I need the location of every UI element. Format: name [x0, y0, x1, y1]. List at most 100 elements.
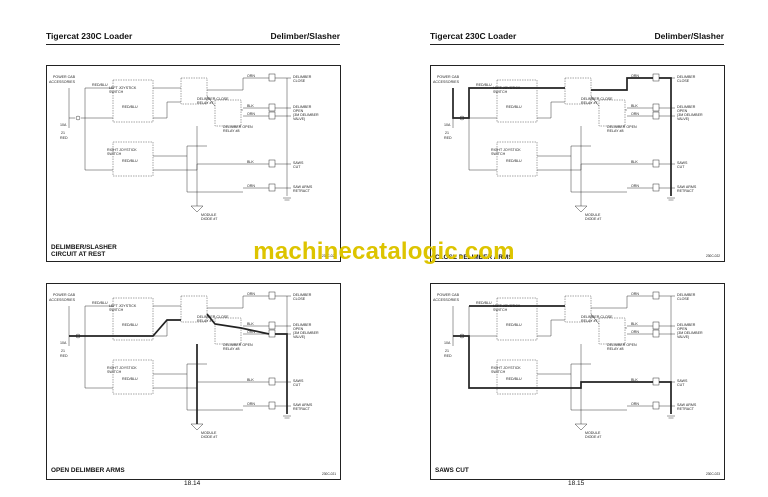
right-joystick-label: RIGHT JOYSTICK — [491, 148, 521, 152]
relay-open-label: RELAY #8 — [607, 129, 623, 133]
solenoid-symbol — [268, 73, 276, 82]
active-path — [659, 381, 672, 414]
diode-symbol — [574, 205, 588, 213]
diode-label: DIODE #7 — [201, 435, 217, 439]
wire-label: 21 — [61, 131, 65, 135]
wire — [537, 381, 627, 389]
relay-open-box — [214, 317, 242, 345]
output-label: RETRACT — [677, 407, 695, 411]
solenoid-symbol — [652, 111, 660, 120]
wire-label: ORN — [247, 184, 255, 188]
wire-label: ORN — [247, 330, 255, 334]
wire-label: RED/BLU — [122, 105, 138, 109]
diagram-title: SAWS CUT — [435, 467, 469, 474]
solenoid-symbol — [652, 321, 660, 330]
wire — [537, 363, 591, 375]
solenoid-symbol — [268, 377, 276, 386]
diagram-panel-rest: DELIMBER/SLASHER CIRCUIT AT REST 230C-02… — [46, 65, 341, 262]
right-joystick-label: SWITCH — [107, 370, 122, 374]
output-label: OPEN — [677, 327, 688, 331]
relay-close-label: RELAY #7 — [581, 101, 597, 105]
diode-label: DIODE #7 — [201, 217, 217, 221]
wire-label: 21 — [61, 349, 65, 353]
left-joystick-box — [112, 297, 154, 341]
solenoid-symbol — [268, 159, 276, 168]
wire — [153, 101, 181, 119]
output-label: DELIMBER — [293, 75, 312, 79]
power-source-label: ACCESSORIES — [49, 80, 76, 84]
output-label: SAW ARMS — [677, 185, 697, 189]
output-label: SAW ARMS — [677, 403, 697, 407]
diode-label: MODULE — [585, 431, 601, 435]
relay-open-label: DELIMBER OPEN — [607, 343, 637, 347]
right-joystick-label: SWITCH — [491, 152, 506, 156]
right-joystick-box — [112, 359, 154, 395]
wire-label: RED — [444, 354, 452, 358]
header-left-title: Tigercat 230C Loader — [430, 31, 517, 41]
wire — [206, 95, 216, 107]
diode-label: DIODE #7 — [585, 217, 601, 221]
output-label: VALVE) — [293, 117, 305, 121]
wire-label: 21 — [445, 131, 449, 135]
wire — [207, 296, 244, 309]
wire-label: RED/BLU — [476, 301, 492, 305]
output-label: DELIMBER — [677, 323, 696, 327]
wire-label: BLK — [247, 160, 254, 164]
wire-label: RED/BLU — [506, 159, 522, 163]
wire — [590, 95, 600, 107]
wire-label: RED/BLU — [92, 301, 108, 305]
left-joystick-box — [112, 79, 154, 123]
output-label: CLOSE — [293, 297, 306, 301]
wire-label: ORN — [631, 184, 639, 188]
wire-label: BLK — [247, 322, 254, 326]
active-path — [453, 335, 653, 389]
page-number: 18.14 — [184, 480, 201, 487]
solenoid-symbol — [268, 183, 276, 192]
fuse-symbol — [75, 115, 81, 121]
right-joystick-label: SWITCH — [491, 370, 506, 374]
output-label: CLOSE — [677, 79, 690, 83]
left-joystick-box — [496, 297, 538, 341]
solenoid-symbol — [268, 103, 276, 112]
wire — [537, 101, 565, 119]
relay-close-label: RELAY #7 — [197, 319, 213, 323]
relay-close-box — [180, 77, 208, 105]
relay-open-box — [598, 99, 626, 127]
wire-label: RED/BLU — [122, 323, 138, 327]
power-source-label: POWER CAB — [53, 75, 76, 79]
output-label: SAWS — [293, 379, 304, 383]
output-label: RETRACT — [293, 189, 311, 193]
right-joystick-label: SWITCH — [107, 152, 122, 156]
relay-close-label: DELIMBER CLOSE — [197, 97, 229, 101]
wire — [153, 145, 207, 157]
relay-open-box — [214, 99, 242, 127]
left-joystick-label: SWITCH — [493, 308, 508, 312]
wire — [153, 381, 243, 389]
wire — [537, 163, 627, 171]
wire-label: ORN — [631, 74, 639, 78]
relay-close-label: RELAY #7 — [197, 101, 213, 105]
relay-open-label: RELAY #8 — [223, 347, 239, 351]
right-joystick-label: RIGHT JOYSTICK — [107, 366, 137, 370]
relay-close-label: DELIMBER CLOSE — [581, 97, 613, 101]
output-label: SAW ARMS — [293, 185, 313, 189]
relay-open-label: DELIMBER OPEN — [607, 125, 637, 129]
wire-label: ORN — [247, 402, 255, 406]
wire-label: BLK — [631, 378, 638, 382]
active-path — [206, 313, 270, 335]
output-label: SAWS — [677, 161, 688, 165]
wire-label: BLK — [631, 322, 638, 326]
relay-open-label: DELIMBER OPEN — [223, 343, 253, 347]
left-joystick-label: SWITCH — [493, 90, 508, 94]
header-rule — [46, 44, 340, 45]
solenoid-symbol — [652, 183, 660, 192]
output-label: CLOSE — [293, 79, 306, 83]
power-source-label: POWER CAB — [437, 293, 460, 297]
fuse-label: 10A — [60, 341, 67, 345]
solenoid-symbol — [268, 329, 276, 338]
diagram-code: 230C-020 — [322, 254, 336, 258]
